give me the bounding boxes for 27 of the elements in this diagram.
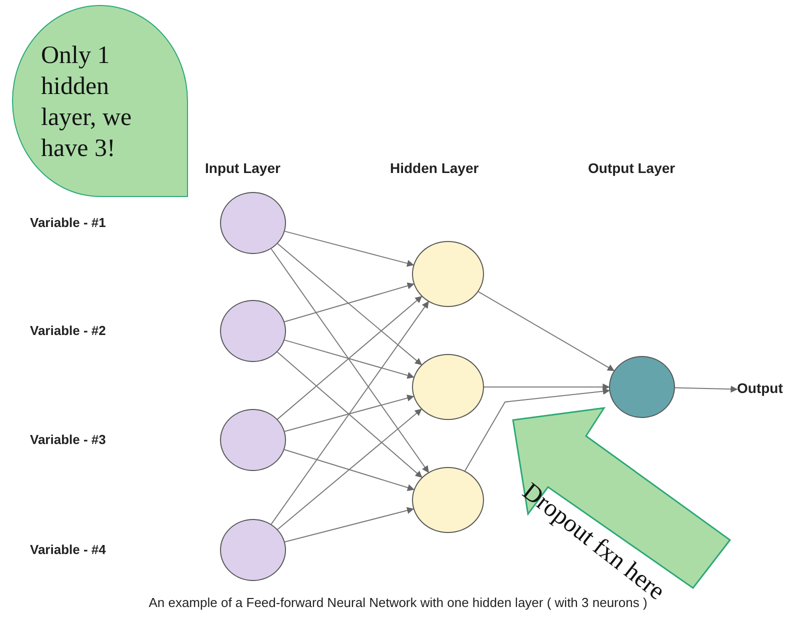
connector-arrow bbox=[284, 230, 414, 267]
connector-arrow bbox=[478, 291, 615, 372]
connector-arrow bbox=[284, 282, 414, 322]
connector-arrow bbox=[276, 296, 422, 420]
connector-arrow bbox=[284, 507, 414, 542]
connector-arrow bbox=[484, 384, 610, 390]
variable-label: Variable - #1 bbox=[30, 215, 106, 230]
callout-text: Only 1 hidden layer, we have 3! bbox=[41, 41, 133, 164]
neuron-circle bbox=[412, 241, 484, 307]
layer-heading: Hidden Layer bbox=[390, 160, 479, 176]
connector-arrow bbox=[277, 243, 422, 366]
variable-label: Variable - #4 bbox=[30, 542, 106, 557]
caption: An example of a Feed-forward Neural Network with one hidden layer ( with 3 neurons ) bbox=[148, 595, 648, 610]
connector-arrow bbox=[674, 386, 738, 393]
connector-arrow bbox=[277, 408, 422, 530]
connector-arrow bbox=[270, 301, 429, 525]
variable-label: Variable - #2 bbox=[30, 323, 106, 338]
connector-arrow bbox=[284, 394, 414, 432]
layer-heading: Output Layer bbox=[588, 160, 676, 176]
variable-label: Variable - #3 bbox=[30, 432, 106, 447]
connector-arrow bbox=[464, 388, 610, 472]
connector-arrow bbox=[270, 248, 429, 473]
connector-arrow bbox=[284, 449, 415, 491]
layer-heading: Input Layer bbox=[205, 160, 280, 176]
connector-arrow bbox=[276, 352, 422, 478]
output-label: Output bbox=[737, 380, 783, 396]
connector-arrow bbox=[284, 340, 414, 379]
